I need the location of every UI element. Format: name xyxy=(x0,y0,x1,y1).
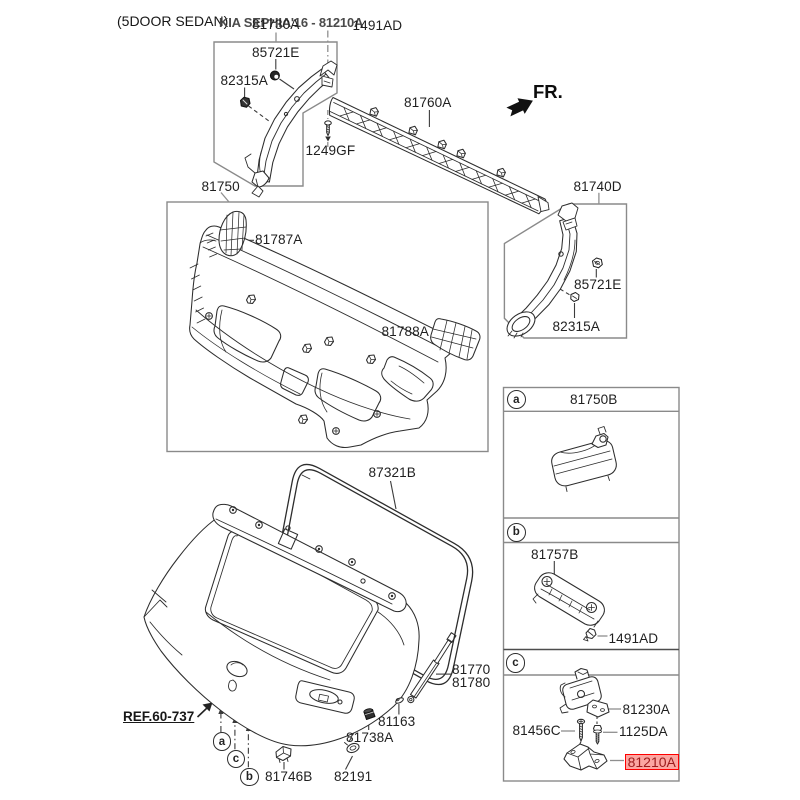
clip-1491ad-drawing xyxy=(583,627,597,642)
callout-81750B: 81750B xyxy=(570,392,618,407)
page-title: (5DOOR SEDAN) xyxy=(117,13,229,29)
ref-arrow xyxy=(196,702,213,718)
callout-82315A_left: 82315A xyxy=(220,72,268,88)
leader-lines-gray xyxy=(220,30,624,762)
grille-81787a-drawing xyxy=(218,210,247,257)
latch-81230a-drawing xyxy=(559,667,610,718)
callout-81750: 81750 xyxy=(201,178,240,194)
callout-81788A: 81788A xyxy=(381,323,429,339)
reference-link[interactable]: REF.60-737 xyxy=(123,709,195,724)
bracket-81210a-drawing xyxy=(563,743,608,771)
callout-87321B: 87321B xyxy=(368,465,416,480)
section-marker-a: a xyxy=(506,390,526,410)
view-marker-c: c xyxy=(226,749,246,769)
callout-81230A: 81230A xyxy=(622,701,670,717)
fr-direction-label: FR. xyxy=(533,81,563,102)
callout-81740D: 81740D xyxy=(573,178,622,194)
bolt-1125da-drawing xyxy=(592,724,603,745)
box-detail-panel xyxy=(502,386,680,782)
callout-81760A: 81760A xyxy=(404,94,452,110)
callout-85721E_right: 85721E xyxy=(574,277,622,292)
callout-81163: 81163 xyxy=(378,714,416,729)
callout-81770: 81770 xyxy=(452,662,491,677)
box-tailgate-trim xyxy=(166,201,489,453)
fr-direction-arrow-icon xyxy=(506,98,533,117)
part-drawings xyxy=(143,60,617,771)
screw-1249gf-drawing xyxy=(324,120,332,142)
callout-82315A_right: 82315A xyxy=(552,318,600,334)
view-marker-b: b xyxy=(240,767,259,787)
callout-81456C: 81456C xyxy=(512,723,561,738)
watermark-text: KIA SEPHIA'16 - 81210A xyxy=(219,14,364,30)
callout-85721E_left: 85721E xyxy=(252,44,300,60)
callout-81730A: 81730A xyxy=(252,16,300,32)
callout-81780: 81780 xyxy=(452,674,491,690)
callout-1491AD_b: 1491AD xyxy=(608,630,659,646)
callout-1491AD_top: 1491AD xyxy=(352,17,403,33)
view-marker-a: a xyxy=(212,732,232,751)
screw-81456c-drawing xyxy=(576,718,586,742)
section-marker-c: c xyxy=(505,653,526,673)
callout-81757B: 81757B xyxy=(531,546,579,562)
highlighted-callout-81210A[interactable]: 81210A xyxy=(624,753,679,770)
callout-81738A: 81738A xyxy=(346,729,394,745)
handle-81757b-drawing xyxy=(532,572,605,628)
callout-81746B: 81746B xyxy=(265,769,313,784)
catalog-boxes xyxy=(166,41,680,782)
gas-strut-drawing xyxy=(407,632,457,704)
license-lamp-81750b-drawing xyxy=(551,426,617,492)
box-corner-trim-rh xyxy=(503,203,628,339)
tailgate-trim-panel-drawing xyxy=(189,225,455,448)
callout-1249GF: 1249GF xyxy=(305,142,356,158)
callout-1125DA: 1125DA xyxy=(619,724,668,739)
box-corner-trim-lh xyxy=(213,41,338,187)
small-parts-bottom xyxy=(275,697,404,763)
callout-82191: 82191 xyxy=(334,768,373,784)
grille-81788a-drawing xyxy=(430,318,481,361)
callout-81787A: 81787A xyxy=(255,231,303,247)
corner-trim-lh-drawing xyxy=(239,60,338,198)
corner-trim-rh-drawing xyxy=(506,202,603,339)
section-marker-b: b xyxy=(506,522,526,542)
panel-81760a-drawing xyxy=(328,96,550,215)
